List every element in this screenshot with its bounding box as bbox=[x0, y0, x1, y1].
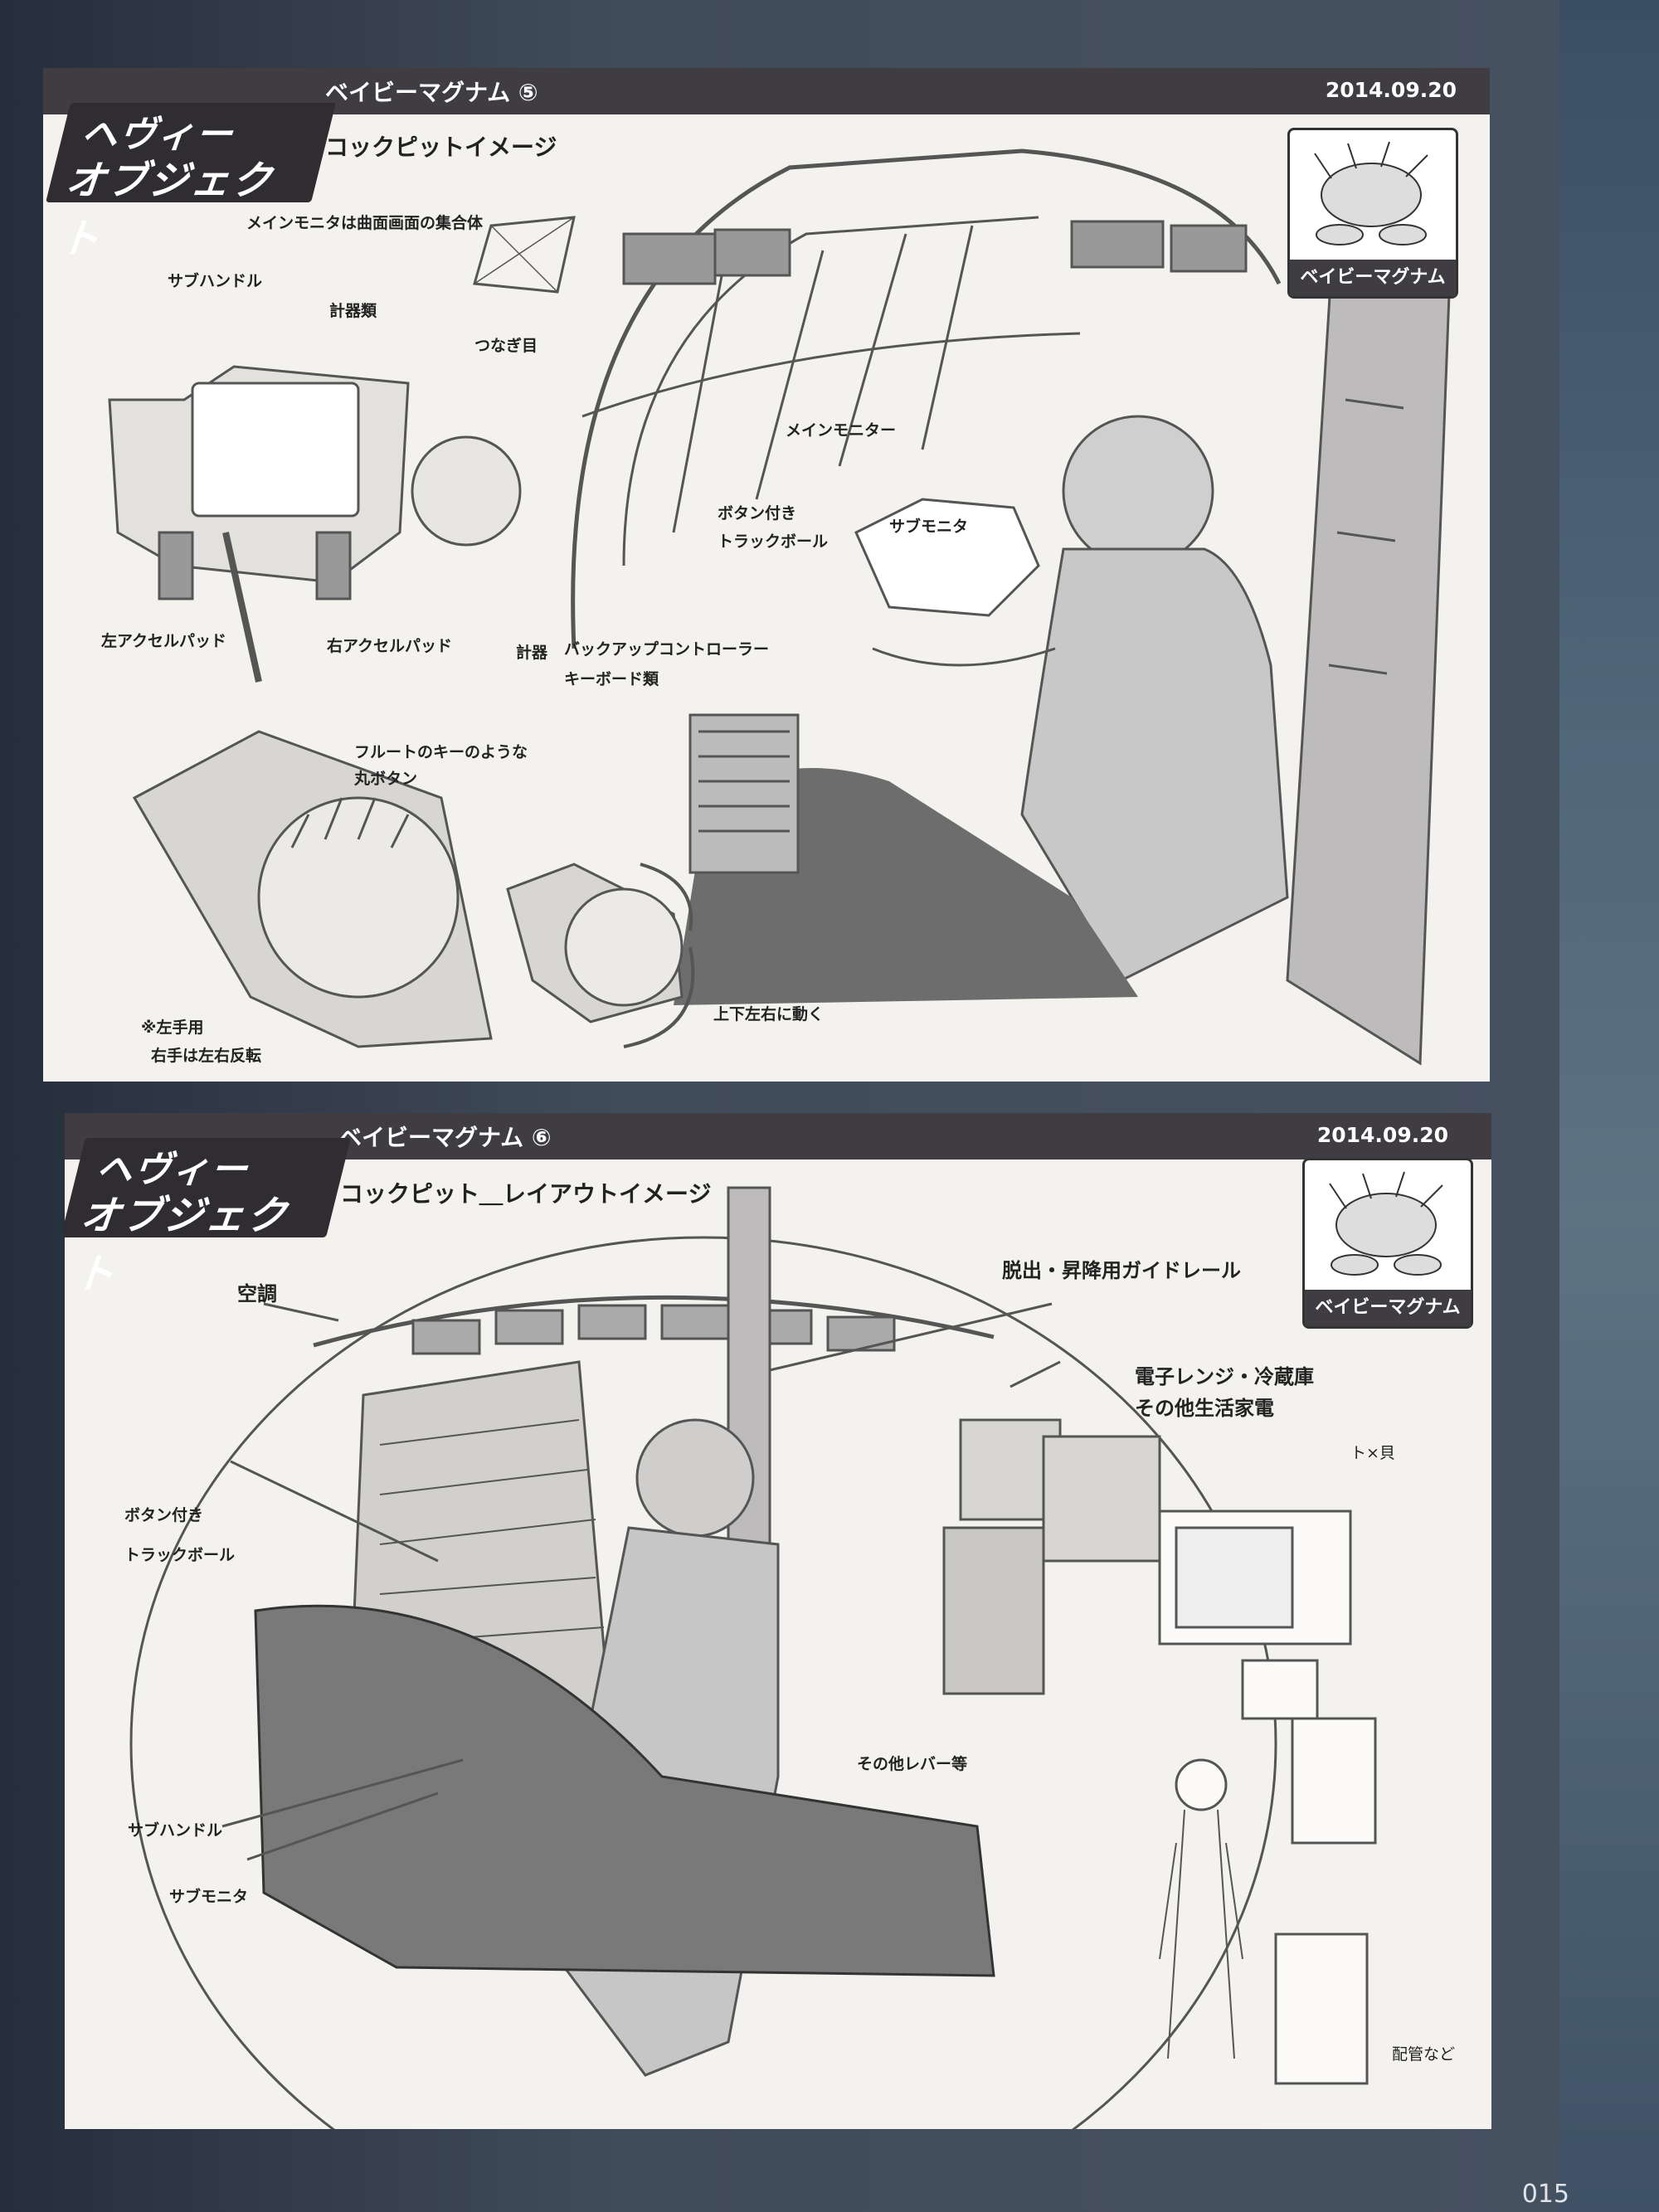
note-sub-monitor: サブモニタ bbox=[889, 518, 969, 536]
note-gauges: 計器類 bbox=[329, 302, 377, 320]
note-guide-rail: 脱出・昇降用ガイドレール bbox=[1002, 1259, 1241, 1282]
badge-caption: ベイビーマグナム bbox=[1290, 260, 1456, 296]
note-other-levers: その他レバー等 bbox=[857, 1755, 968, 1773]
page-number: 015 bbox=[1521, 2180, 1569, 2209]
note-sub-handle: サブハンドル bbox=[168, 272, 263, 290]
mech-reference-badge: ベイビーマグナム bbox=[1287, 128, 1458, 299]
note-main-monitor: メインモニター bbox=[786, 421, 897, 440]
note-appliances-1: 電子レンジ・冷蔵庫 bbox=[1135, 1365, 1314, 1388]
series-title: ベイビーマグナム ⑤ bbox=[325, 79, 538, 106]
note-sub-monitor: サブモニタ bbox=[169, 1888, 249, 1906]
note-seam: つなぎ目 bbox=[474, 337, 538, 355]
badge-caption: ベイビーマグナム bbox=[1305, 1290, 1471, 1326]
note-flute-key-2: 丸ボタン bbox=[354, 770, 418, 788]
cockpit-layout-sketch bbox=[129, 1186, 1377, 2129]
note-appliances-2: その他生活家電 bbox=[1135, 1397, 1274, 1420]
note-right-hand: 右手は左右反転 bbox=[151, 1047, 262, 1065]
baby-magnum-thumbnail bbox=[1314, 141, 1428, 246]
note-backup-controller: バックアップコントローラー bbox=[564, 640, 770, 659]
panel-subtitle: コックピット＿レイアウトイメージ bbox=[340, 1180, 712, 1208]
note-trackball-2: トラックボール bbox=[124, 1546, 236, 1564]
note-right-pedal: 右アクセルパッド bbox=[327, 637, 453, 655]
note-gauge: 計器 bbox=[516, 644, 548, 662]
note-keyboards: キーボード類 bbox=[564, 670, 659, 688]
note-hinge: ト×貝 bbox=[1350, 1444, 1395, 1462]
note-left-hand: ※左手用 bbox=[141, 1018, 204, 1037]
panel-cockpit-layout: ベイビーマグナム ⑥ 2014.09.20 ヘヴィー オブジェクト コックピット… bbox=[65, 1113, 1491, 2129]
date-label: 2014.09.20 bbox=[1325, 78, 1457, 102]
note-button-trackball-2: トラックボール bbox=[718, 532, 829, 551]
note-moves: 上下左右に動く bbox=[713, 1005, 825, 1023]
date-label: 2014.09.20 bbox=[1316, 1123, 1448, 1147]
note-aircon: 空調 bbox=[237, 1282, 277, 1305]
cockpit-sketch bbox=[108, 148, 1455, 1066]
series-title: ベイビーマグナム ⑥ bbox=[338, 1124, 552, 1151]
panel-cockpit-image: ベイビーマグナム ⑤ 2014.09.20 ヘヴィー オブジェクト コックピット… bbox=[43, 68, 1490, 1082]
note-flute-key-1: フルートのキーのような bbox=[354, 743, 528, 761]
note-left-pedal: 左アクセルパッド bbox=[101, 632, 227, 650]
mech-reference-badge: ベイビーマグナム bbox=[1302, 1158, 1473, 1329]
panel-subtitle: コックピットイメージ bbox=[325, 134, 557, 161]
baby-magnum-thumbnail bbox=[1329, 1171, 1443, 1276]
panel-header-bar: ベイビーマグナム ⑤ 2014.09.20 bbox=[43, 68, 1490, 114]
note-main-monitor-curved: メインモニタは曲面画面の集合体 bbox=[246, 214, 484, 232]
note-trackball-1: ボタン付き bbox=[124, 1506, 204, 1524]
note-button-trackball-1: ボタン付き bbox=[718, 504, 797, 523]
note-piping: 配管など bbox=[1392, 2045, 1456, 2064]
note-sub-handle: サブハンドル bbox=[128, 1821, 223, 1840]
